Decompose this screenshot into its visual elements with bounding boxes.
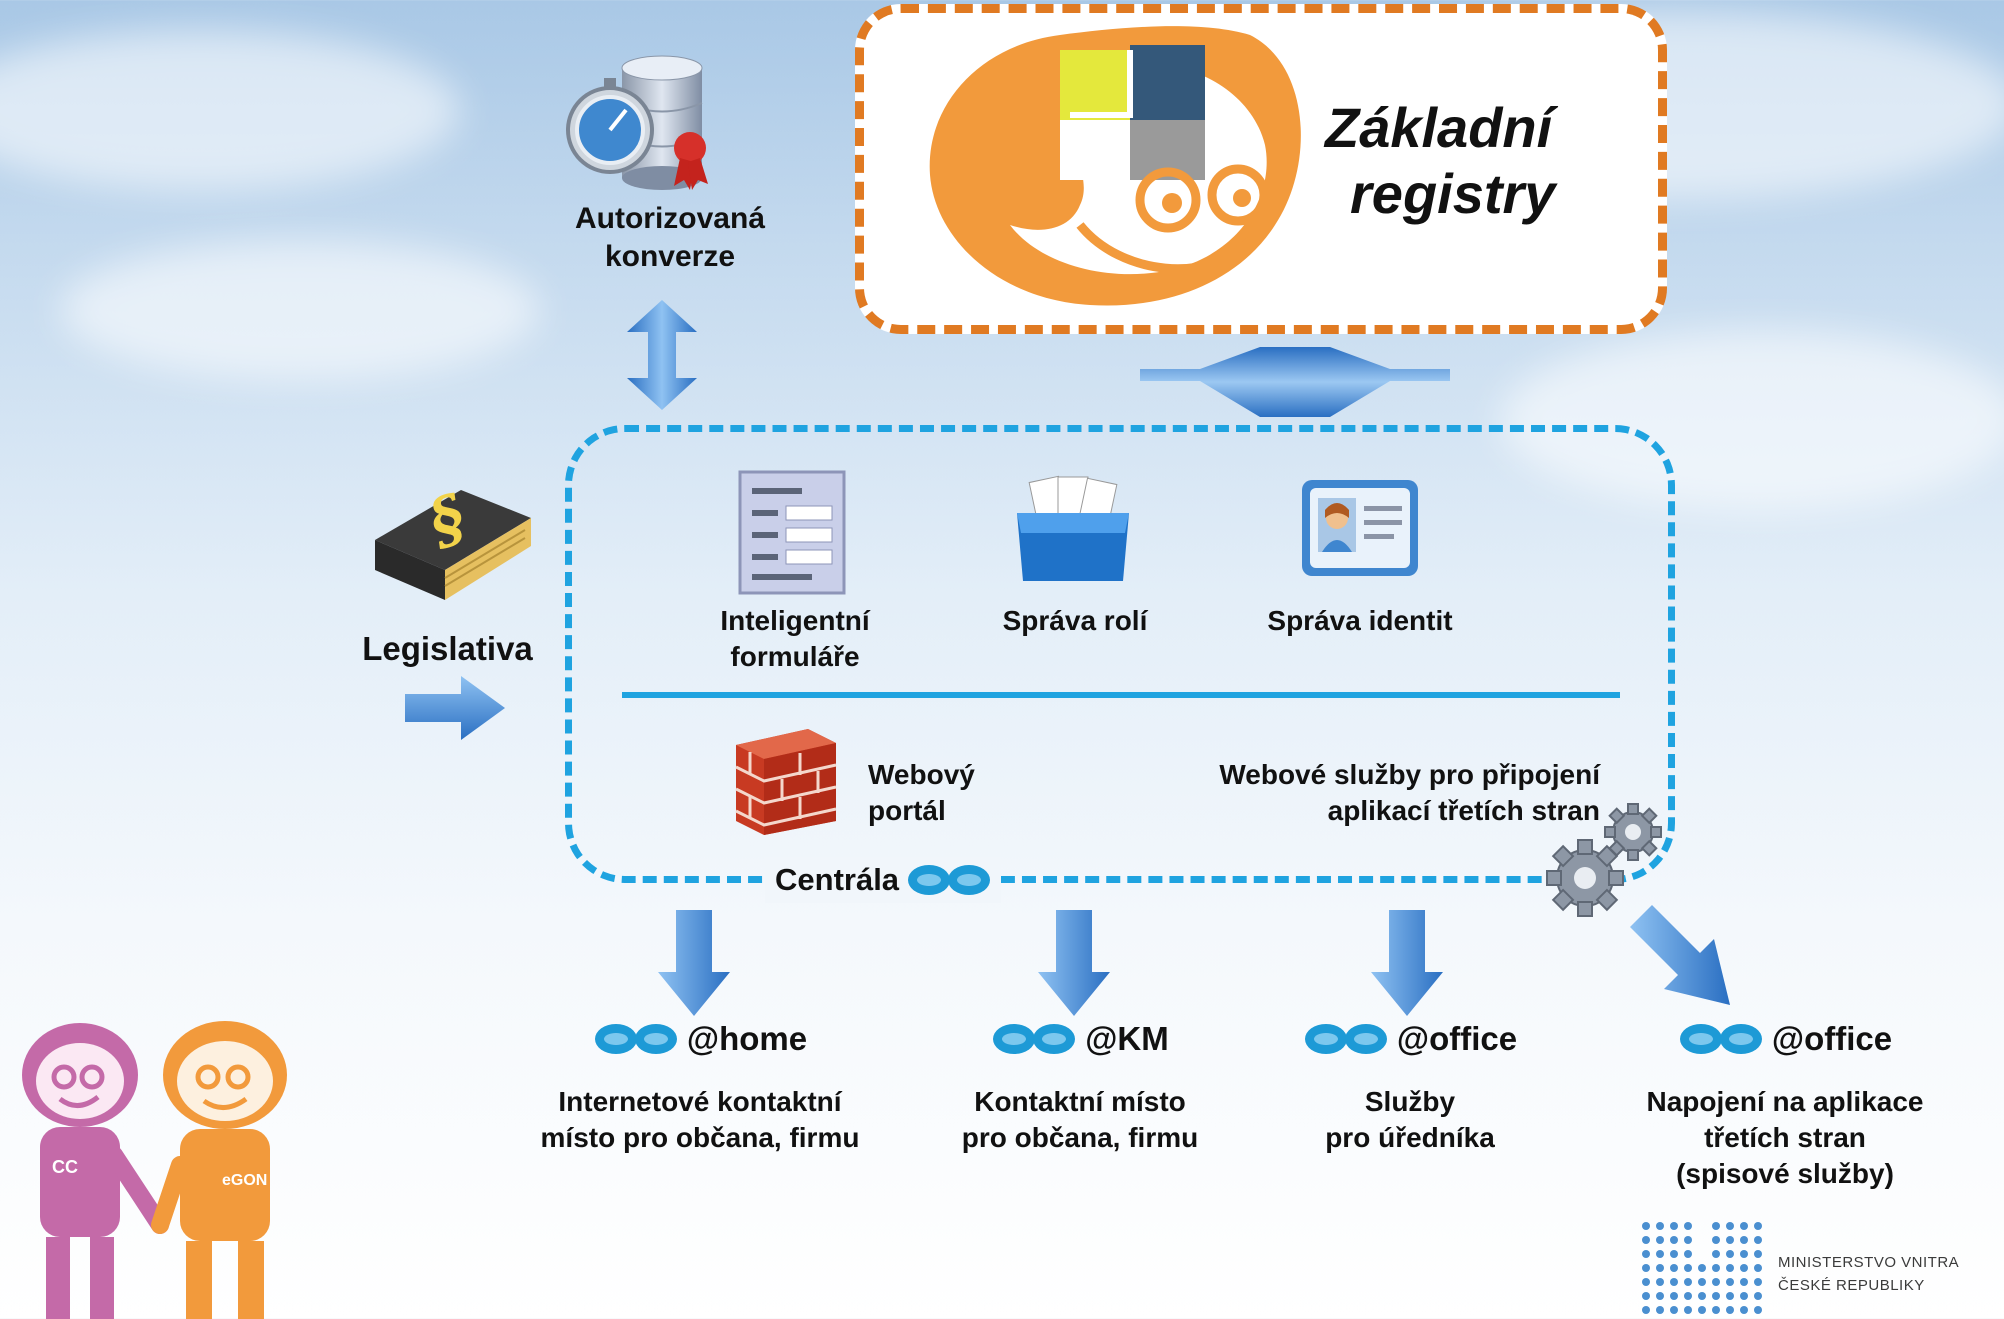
portal-line1: Webový <box>868 759 975 790</box>
autorizovana-line1: Autorizovaná <box>574 202 766 235</box>
database-stopwatch-icon <box>566 55 708 190</box>
channel-desc-line2: místo pro občana, firmu <box>540 1121 860 1153</box>
badge-cc: CC <box>52 1157 78 1177</box>
central-divider <box>622 692 1620 698</box>
centrala-label: Centrála <box>775 862 900 897</box>
channel-title: @office <box>1396 1020 1518 1057</box>
ministry-dots-logo <box>1642 1222 1762 1314</box>
right-arrow <box>405 676 505 740</box>
down-arrow-home <box>658 910 730 1016</box>
legislativa-label: Legislativa <box>362 630 533 667</box>
mascots-illustration: CC eGON <box>22 1021 287 1319</box>
channel-office-third-party: @office Napojení na aplikace třetích str… <box>1590 1020 1980 1191</box>
channel-desc-line1: Napojení na aplikace <box>1646 1086 1924 1117</box>
down-arrow-office <box>1371 910 1443 1016</box>
czechpoint-logo-icon <box>908 865 991 895</box>
identities-label: Správa identit <box>1267 605 1453 636</box>
channel-desc-line3: (spisové služby) <box>1676 1157 1894 1189</box>
channel-home: @home Internetové kontaktní místo pro ob… <box>490 1020 910 1156</box>
channel-title: @KM <box>1085 1020 1169 1057</box>
ws-line2: aplikací třetích stran <box>1327 794 1600 826</box>
czechpoint-logo-icon <box>993 1024 1076 1054</box>
forms-line1: Inteligentní <box>720 605 870 636</box>
id-card-icon <box>1302 480 1418 576</box>
wide-double-arrow <box>1140 347 1450 417</box>
portal-label: Webový portál <box>868 757 1068 829</box>
web-services-label: Webové služby pro připojení aplikací tře… <box>1100 757 1600 829</box>
down-arrow-km <box>1038 910 1110 1016</box>
portal-line2: portál <box>868 794 946 826</box>
registry-face-logo <box>929 26 1301 306</box>
folder-icon <box>1017 475 1129 581</box>
channel-desc-line1: Služby <box>1364 1086 1456 1117</box>
autorizovana-line2: konverze <box>604 240 736 274</box>
vertical-double-arrow <box>627 300 697 410</box>
channel-office-clerk: @office Služby pro úředníka <box>1260 1020 1560 1156</box>
centrala-box <box>565 425 1675 883</box>
forms-label: Inteligentní formuláře <box>655 603 935 675</box>
ministry-line1: MINISTERSTVO VNITRA <box>1778 1254 1960 1271</box>
channel-desc-line1: Kontaktní místo <box>974 1086 1186 1117</box>
badge-egon: eGON <box>222 1172 267 1189</box>
channel-title: @home <box>686 1020 808 1057</box>
channel-desc-line1: Internetové kontaktní <box>558 1086 842 1117</box>
cloud <box>60 240 540 380</box>
form-icon <box>738 470 846 595</box>
channel-desc-line2: třetích stran <box>1704 1121 1866 1153</box>
zakladni-line1: Základní <box>1325 96 1553 159</box>
zakladni-line2: registry <box>1350 162 1556 226</box>
ministry-line2: ČESKÉ REPUBLIKY <box>1778 1276 1925 1294</box>
autorizovana-konverze-label: Autorizovaná konverze <box>530 200 810 277</box>
centrala-label-wrap: Centrála <box>765 857 1002 903</box>
channel-desc-line2: pro občana, firmu <box>961 1121 1199 1153</box>
diagonal-arrow-office <box>1630 905 1730 1005</box>
gears-icon <box>1546 803 1662 917</box>
zakladni-registry-title: Základní registry <box>1325 95 1625 227</box>
firewall-icon <box>735 729 837 835</box>
czechpoint-logo-icon <box>1679 1024 1762 1054</box>
channel-km: @KM Kontaktní místo pro občana, firmu <box>900 1020 1260 1156</box>
roles-label: Správa rolí <box>1002 605 1148 636</box>
ministry-text: MINISTERSTVO VNITRA ČESKÉ REPUBLIKY <box>1778 1252 1959 1297</box>
forms-line2: formuláře <box>730 640 860 672</box>
ws-line1: Webové služby pro připojení <box>1219 759 1600 790</box>
law-book-icon: § <box>375 477 531 600</box>
cloud <box>0 30 460 190</box>
channel-desc-line2: pro úředníka <box>1325 1121 1495 1153</box>
cloud <box>1500 330 2004 510</box>
czechpoint-logo-icon <box>1304 1024 1387 1054</box>
channel-title: @office <box>1771 1020 1893 1057</box>
czechpoint-logo-icon <box>594 1024 677 1054</box>
